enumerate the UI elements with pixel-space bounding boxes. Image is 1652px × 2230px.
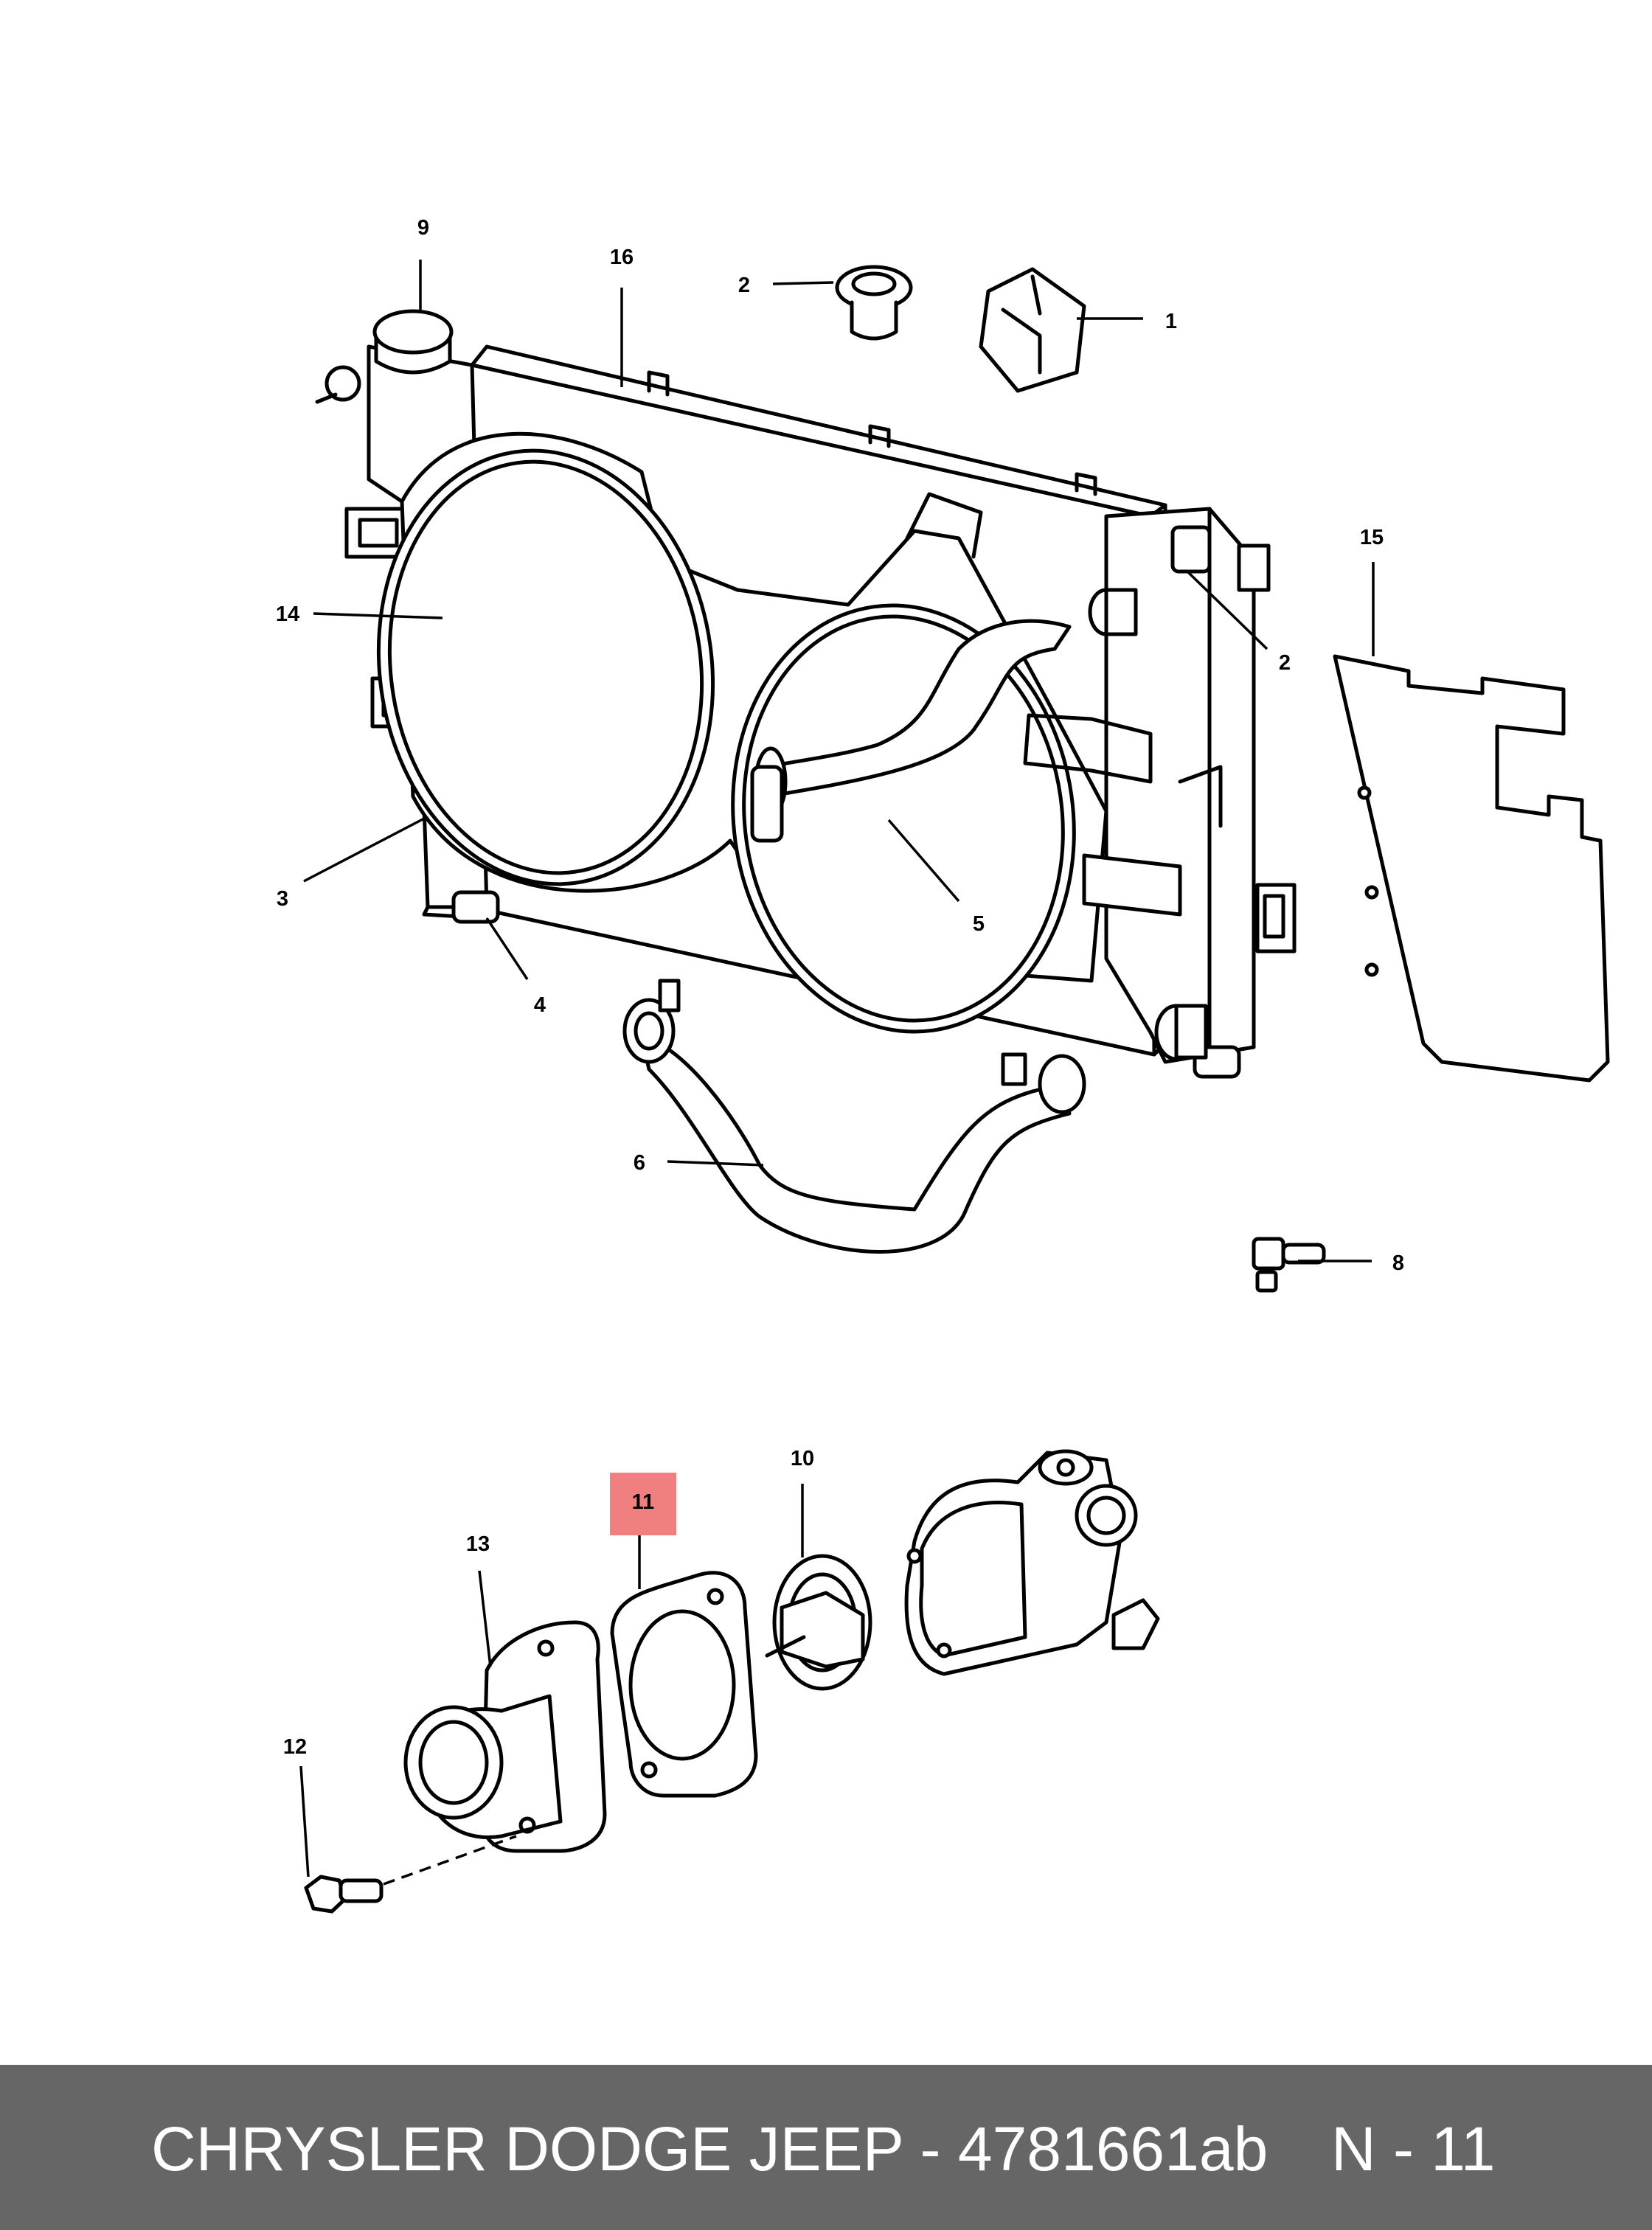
highlight-box	[610, 1473, 676, 1535]
callout-14: 14	[276, 602, 299, 626]
thermostat-housing	[904, 1449, 1160, 1676]
lower-hose	[622, 979, 1208, 1254]
callout-2-right: 2	[1279, 651, 1291, 675]
footer-bar: CHRYSLER DODGE JEEP - 4781661ab N - 11	[0, 2065, 1652, 2230]
callout-16: 16	[610, 246, 634, 269]
outlet-bolt	[304, 1835, 517, 1914]
mounting-bolt	[1252, 1237, 1326, 1293]
callout-9: 9	[417, 216, 429, 240]
thermostat	[765, 1554, 872, 1691]
callout-15: 15	[1360, 526, 1384, 549]
callout-8: 8	[1392, 1251, 1404, 1275]
callout-11: 11	[632, 1490, 655, 1514]
callout-2-upper: 2	[738, 274, 750, 297]
callout-1: 1	[1165, 310, 1177, 333]
callout-6: 6	[634, 1151, 645, 1175]
upper-hose	[750, 588, 1138, 843]
footer-code-text: N - 11	[1331, 2114, 1496, 2184]
callout-10: 10	[791, 1447, 814, 1470]
callout-12: 12	[283, 1735, 307, 1759]
grommet-upper	[835, 265, 913, 341]
callout-4: 4	[534, 993, 546, 1017]
right-tank	[1104, 507, 1297, 1079]
callouts: 9 16 2 1 15 14 2 3 5 4 6 8 10 11 13 12	[276, 216, 1404, 1759]
water-outlet	[403, 1620, 607, 1853]
callout-3: 3	[277, 887, 288, 911]
air-seal	[1333, 654, 1610, 1083]
gasket	[610, 1571, 758, 1798]
radiator-cap	[372, 309, 454, 375]
callout-13: 13	[466, 1532, 490, 1556]
leader-lines	[299, 260, 1375, 1878]
callout-5: 5	[973, 912, 985, 936]
fan-shroud	[376, 431, 1182, 1034]
radiator-bracket	[979, 267, 1086, 393]
grommet-right	[1170, 525, 1212, 574]
parts-diagram: 9 16 2 1 15 14 2 3 5 4 6 8 10 11 13 12	[276, 216, 1610, 1914]
footer-part-text: CHRYSLER DODGE JEEP - 4781661ab	[151, 2114, 1268, 2184]
